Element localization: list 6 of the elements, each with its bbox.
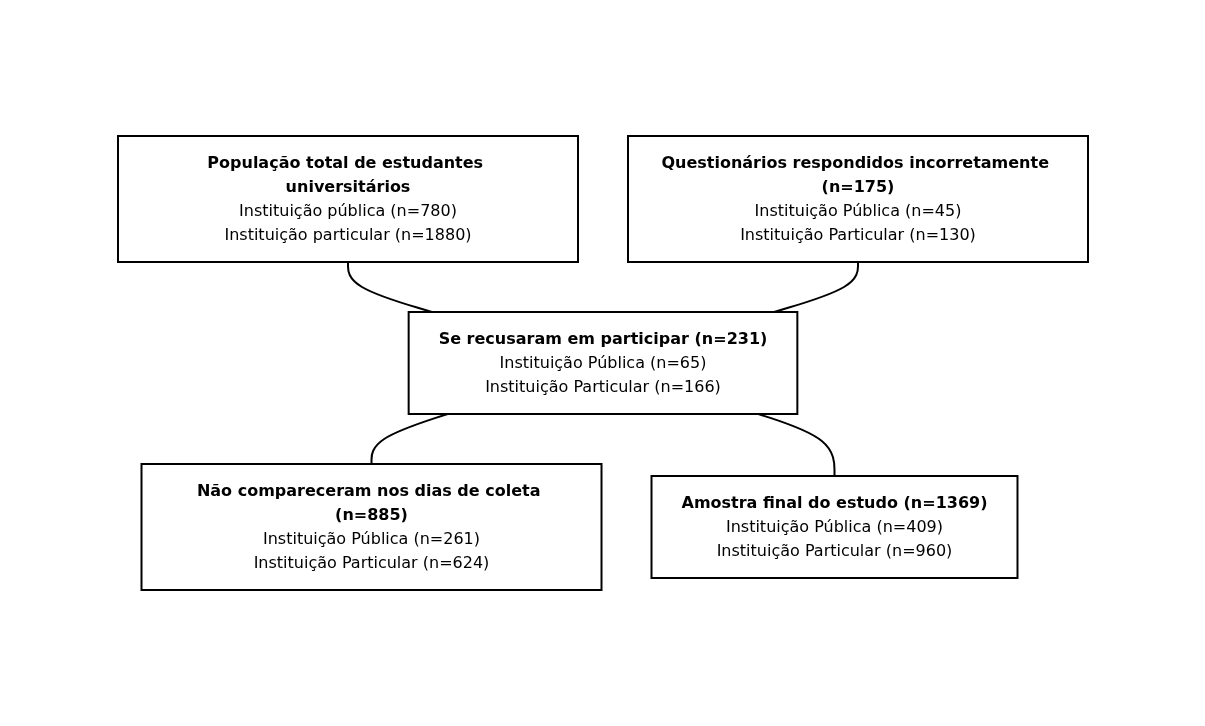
node-box: Amostra final do estudo (n=1369) Instituição Pública (n=409) Instituição Particular (n=960) [650, 475, 1018, 579]
node-box: Se recusaram em participar (n=231) Instituição Pública (n=65) Instituição Particular (n=166) [407, 311, 798, 415]
node-box: População total de estudantes universitários Instituição pública (n=780) Instituição particular (n=1880) [116, 135, 579, 263]
node-box: Não compareceram nos dias de coleta (n=885) Instituição Pública (n=261) Instituição Particular (n=624) [140, 463, 602, 591]
connector [346, 261, 433, 313]
node-box: Questionários respondidos incorretamente (n=175) Instituição Pública (n=45) Instituição Particular (n=130) [626, 135, 1089, 263]
